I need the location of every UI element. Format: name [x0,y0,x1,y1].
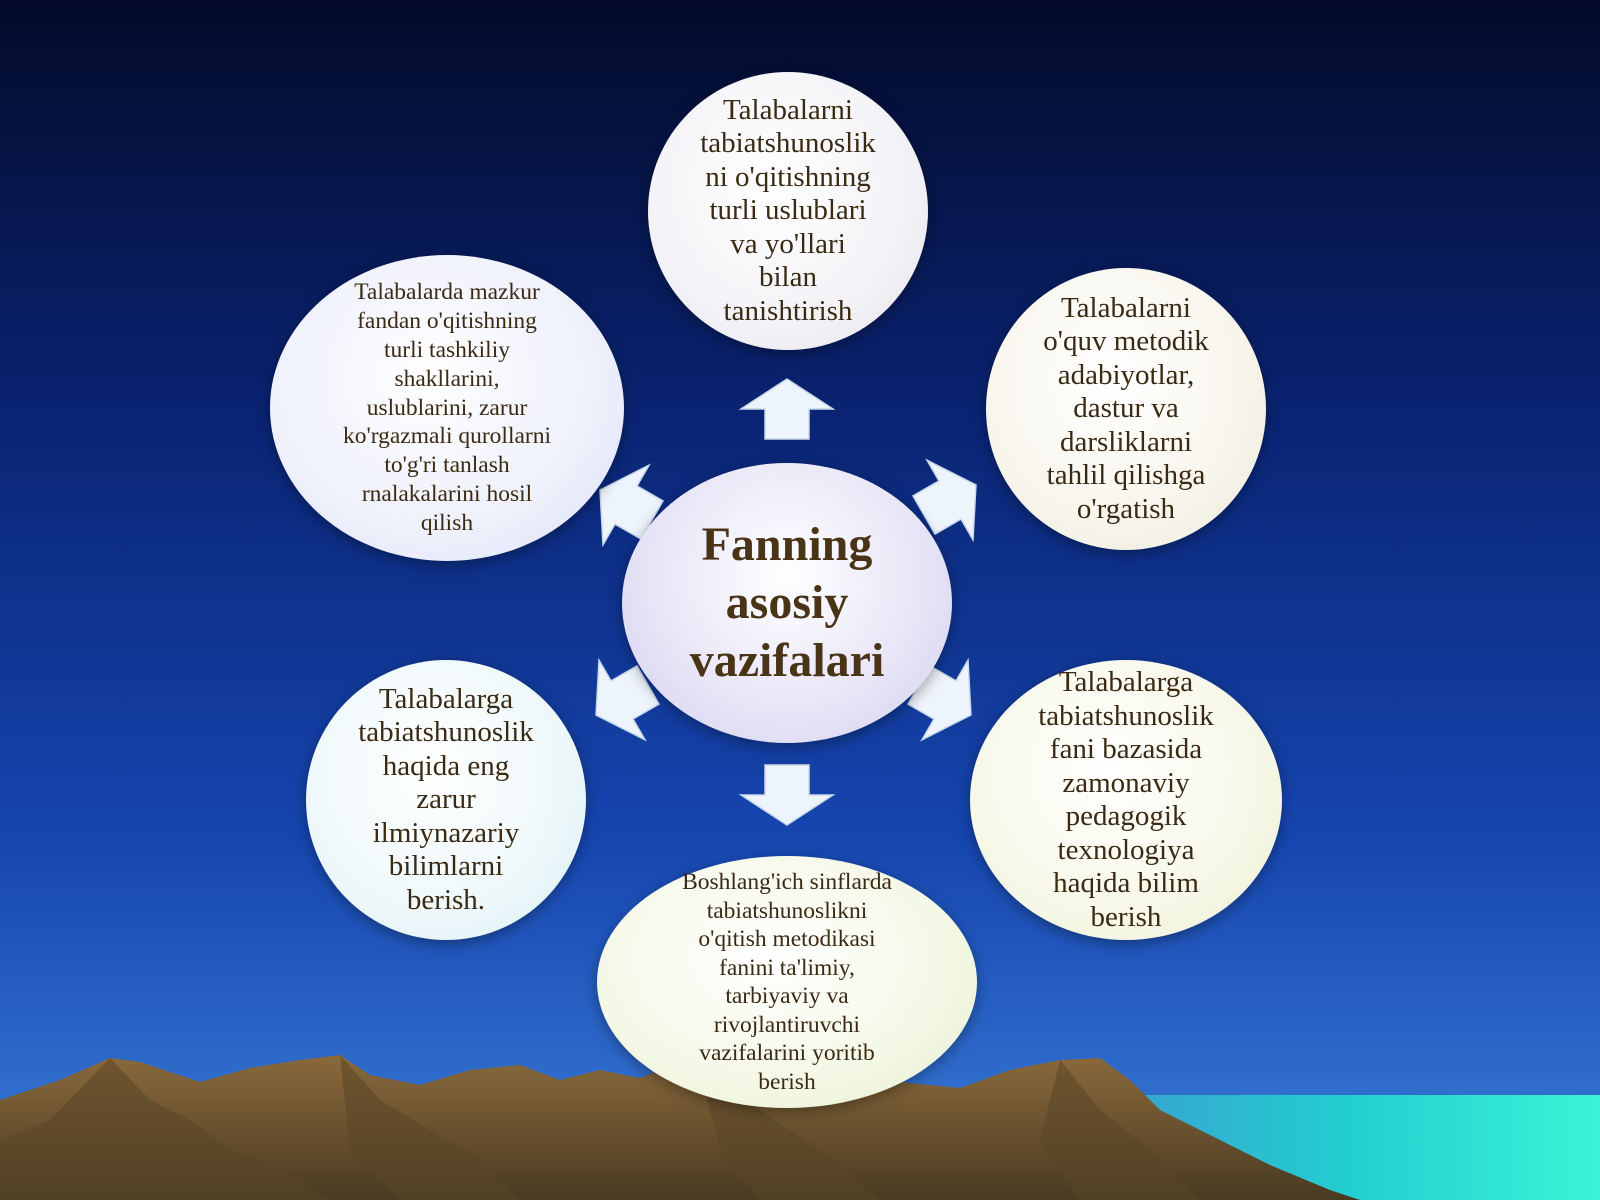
arrow-to-bottom [738,764,836,826]
arrow-to-top-right [911,458,977,543]
node-top-right-text: Talabalarni o'quv metodik adabiyotlar, d… [1043,291,1209,525]
node-bottom: Boshlang'ich sinflarda tabiatshunoslikni… [597,856,977,1108]
node-bottom-right-text: Talabalarga tabiatshunoslik fani bazasid… [1038,666,1214,933]
node-top-left: Talabalarda mazkur fandan o'qitishning t… [270,255,624,561]
node-bottom-text: Boshlang'ich sinflarda tabiatshunoslikni… [682,869,892,1095]
mountain-ridge-shading [0,1055,1200,1200]
arrow-to-bottom-left [595,657,661,742]
mountains [0,1055,1360,1200]
node-bottom-right: Talabalarga tabiatshunoslik fani bazasid… [970,660,1282,940]
node-bottom-left: Talabalarga tabiatshunoslik haqida eng z… [306,660,586,940]
node-bottom-left-text: Talabalarga tabiatshunoslik haqida eng z… [358,682,534,916]
arrow-to-top [738,378,836,440]
node-top: Talabalarni tabiatshunoslik ni o'qitishn… [648,72,928,350]
node-top-right: Talabalarni o'quv metodik adabiyotlar, d… [986,268,1266,550]
node-top-text: Talabalarni tabiatshunoslik ni o'qitishn… [700,93,876,327]
center-label: Fanning asosiy vazifalari [689,518,885,687]
node-top-left-text: Talabalarda mazkur fandan o'qitishning t… [342,279,552,536]
arrow-to-top-left [599,463,665,548]
center-node: Fanning asosiy vazifalari [622,463,952,743]
